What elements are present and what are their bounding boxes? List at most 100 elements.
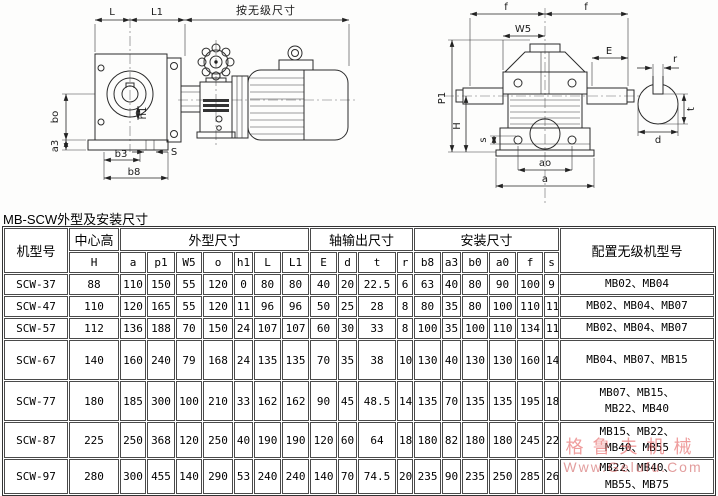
cell-a: 110 [120,274,146,295]
cell-o: 210 [203,381,233,421]
cell-r: 10 [397,340,414,380]
variator-vent [203,109,229,112]
cell-h1: 33 [234,381,253,421]
cell-a: 300 [120,459,146,494]
gearbox-foot [87,139,169,151]
header-sym-f: f [517,252,544,273]
cell-f: 285 [517,459,544,494]
cell-config: MB15、MB22、 MB40、MB55 [560,422,714,458]
lifting-eye-hole [291,49,299,57]
cell-model: SCW-47 [4,296,68,317]
table-title: MB-SCW外型及安装尺寸 [3,212,149,227]
shaft-end-left [455,89,464,103]
cell-s: 9 [544,274,560,295]
cell-a3: 82 [442,422,462,458]
variator-plug [216,125,222,131]
cell-f: 100 [517,274,544,295]
cell-E: 60 [310,318,338,339]
header-sym-a: a [120,252,146,273]
cell-b0: 80 [462,296,489,317]
cell-E: 90 [310,381,338,421]
cell-model: SCW-87 [4,422,68,458]
cell-model: SCW-57 [4,318,68,339]
cell-config: MB02、MB04、MB07 [560,296,714,317]
header-row-symbols: H a p1 W5 o h1 L L1 E d t r b8 a3 b0 a0 … [4,252,714,273]
cell-model: SCW-97 [4,459,68,494]
cell-L: 190 [254,422,281,458]
cell-W5: 79 [176,340,202,380]
cell-b8: 180 [414,422,442,458]
cell-a0: 130 [489,340,517,380]
cell-t: 74.5 [358,459,397,494]
header-sym-W5: W5 [176,252,202,273]
cell-d: 30 [338,318,358,339]
header-sym-o: o [203,252,233,273]
header-model: 机型号 [4,228,68,273]
cell-config: MB02、MB04 [560,274,714,295]
cell-L1: 240 [282,459,310,494]
cell-a: 120 [120,296,146,317]
dim-label-a3: a3 [50,140,61,153]
cell-E: 40 [310,274,338,295]
bolt-hole [170,130,178,138]
dim-label-h1: h1 [138,107,149,120]
cell-config: MB04、MB07、MB15 [560,340,714,380]
header-sym-L1: L1 [282,252,310,273]
dim-label-f-right: f [584,2,588,13]
dim-label-f-left: f [504,2,508,13]
output-bore-mid [113,77,147,111]
dim-label-H: H [452,122,463,130]
cell-a3: 40 [442,340,462,380]
cell-p1: 188 [147,318,175,339]
header-sym-r: r [397,252,414,273]
cell-W5: 55 [176,296,202,317]
cell-H: 180 [69,381,119,421]
cell-p1: 150 [147,274,175,295]
cell-b8: 135 [414,381,442,421]
cell-config: MB07、MB15、 MB22、MB40 [560,381,714,421]
bolt-hole [97,118,105,126]
cell-h1: 11 [234,296,253,317]
dim-label-ao: ao [539,158,551,169]
cell-t: 28 [358,296,397,317]
cell-L: 96 [254,296,281,317]
header-sym-a3: a3 [442,252,462,273]
variator-handwheel [197,43,235,81]
coupling [180,85,201,113]
header-sym-h1: h1 [234,252,253,273]
header-sym-L: L [254,252,281,273]
cell-b0: 130 [462,340,489,380]
header-mount: 安装尺寸 [414,228,560,251]
cell-a0: 90 [489,274,517,295]
cell-E: 70 [310,340,338,380]
cell-a3: 35 [442,318,462,339]
cell-s: 11 [544,318,560,339]
header-sym-E: E [310,252,338,273]
cell-o: 250 [203,422,233,458]
cell-h1: 53 [234,459,253,494]
cell-a3: 90 [442,459,462,494]
terminal-box [278,59,314,71]
cell-d: 60 [338,422,358,458]
lifting-eye [287,45,303,61]
header-sym-t: t [358,252,397,273]
cell-b0: 235 [462,459,489,494]
cell-a: 160 [120,340,146,380]
cell-d: 35 [338,340,358,380]
dim-label-W5: W5 [515,24,531,35]
cell-s: 18 [544,381,560,421]
cell-r: 8 [397,318,414,339]
cell-f: 160 [517,340,544,380]
cell-L: 135 [254,340,281,380]
cooling-ribs [510,99,580,125]
cell-f: 110 [517,296,544,317]
cell-p1: 240 [147,340,175,380]
cell-h1: 24 [234,318,253,339]
header-sym-H: H [69,252,119,273]
cell-h1: 24 [234,340,253,380]
extension-lines-top [94,24,350,66]
variator-base [196,131,236,139]
cell-t: 22.5 [358,274,397,295]
base-plate [495,149,595,157]
extension-lines-left [62,93,95,151]
